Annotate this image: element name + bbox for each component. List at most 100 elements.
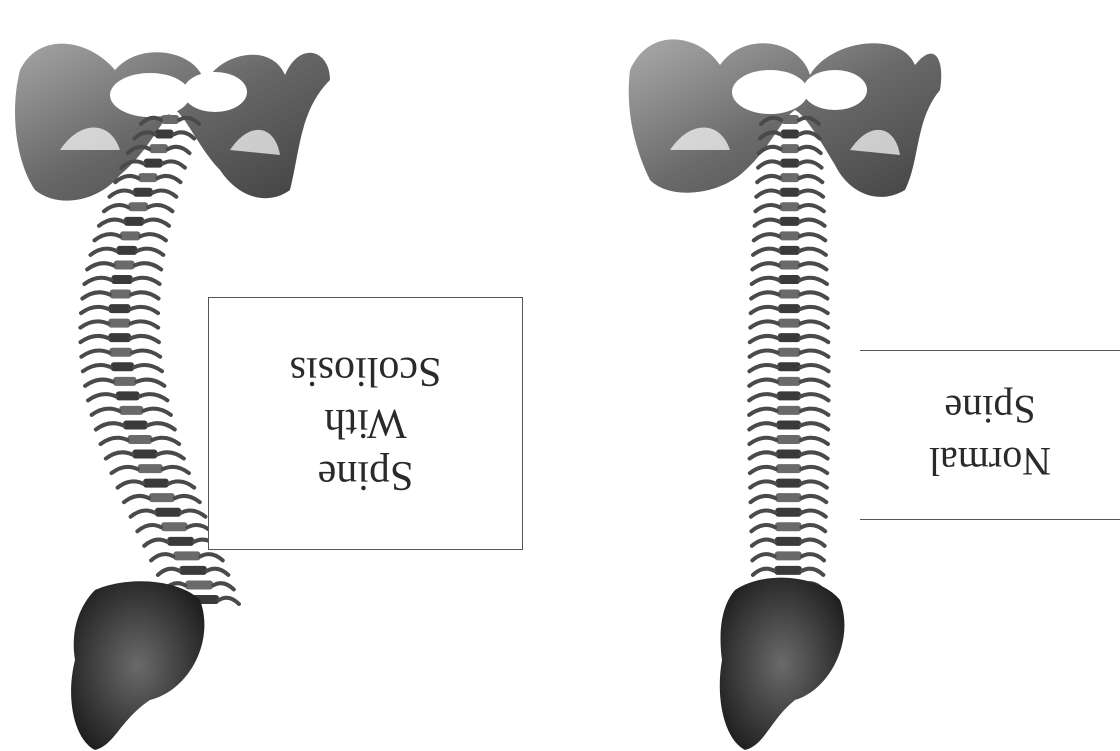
vertebra [776, 479, 802, 488]
vertebra [778, 290, 800, 299]
transverse-process [752, 554, 774, 560]
transverse-process [801, 365, 829, 371]
transverse-process [758, 161, 780, 167]
transverse-process [800, 249, 826, 255]
transverse-process [801, 452, 828, 458]
vertebra [778, 319, 800, 328]
transverse-process [800, 292, 827, 298]
transverse-process [752, 278, 779, 284]
transverse-process [749, 380, 777, 386]
vertebra [776, 464, 801, 473]
vertebra [774, 566, 801, 575]
vertebra [781, 144, 800, 153]
label-line: Normal [929, 435, 1051, 487]
transverse-process [801, 496, 826, 502]
vertebra [780, 188, 800, 197]
transverse-process [799, 147, 821, 153]
transverse-process [755, 220, 780, 226]
vertebra [775, 508, 801, 517]
transverse-process [800, 234, 826, 240]
normal-spine-label-box: Normal Spine [860, 350, 1120, 520]
vertebra [777, 391, 801, 400]
vertebra [776, 435, 801, 444]
transverse-process [751, 307, 779, 313]
vertebra [779, 231, 799, 240]
vertebra [777, 406, 801, 415]
label-line: Spine [318, 450, 414, 502]
transverse-process [749, 365, 777, 371]
vertebra [780, 217, 800, 226]
sacrum-shape [720, 578, 845, 750]
vertebra [779, 246, 800, 255]
label-line: With [324, 398, 406, 450]
transverse-process [801, 394, 829, 400]
transverse-process [751, 525, 775, 531]
transverse-process [800, 321, 828, 327]
transverse-process [750, 467, 776, 473]
vertebral-column [749, 115, 828, 604]
vertebra [775, 493, 801, 502]
vertebra [780, 159, 799, 168]
transverse-process [800, 205, 824, 211]
transverse-process [750, 481, 776, 487]
transverse-process [751, 510, 775, 516]
vertebra [779, 275, 800, 284]
transverse-process [752, 540, 775, 546]
vertebra [780, 173, 799, 182]
vertebra [777, 362, 800, 371]
transverse-process [799, 176, 822, 182]
vertebra [778, 348, 801, 357]
scoliosis-label-box: Spine With Scoliosis [208, 297, 523, 550]
transverse-process [801, 380, 829, 386]
transverse-process [799, 190, 823, 196]
transverse-process [800, 350, 828, 356]
transverse-process [757, 176, 780, 182]
vertebra [775, 537, 802, 546]
transverse-process [802, 525, 826, 531]
transverse-process [801, 423, 828, 429]
vertebra [775, 522, 801, 531]
transverse-process [749, 394, 777, 400]
transverse-process [749, 423, 776, 429]
transverse-process [801, 438, 828, 444]
vertebra [777, 420, 801, 429]
vertebra [778, 304, 800, 313]
transverse-process [750, 336, 778, 342]
transverse-process [756, 190, 780, 196]
transverse-process [802, 554, 824, 560]
label-line: Spine [944, 383, 1035, 435]
label-line: Scoliosis [290, 346, 442, 398]
transverse-process [752, 263, 779, 269]
transverse-process [802, 569, 824, 575]
vertebra [780, 202, 800, 211]
transverse-process [800, 220, 825, 226]
transverse-process [750, 321, 778, 327]
transverse-process [800, 307, 828, 313]
transverse-process [800, 336, 828, 342]
vertebra [781, 115, 799, 124]
transverse-process [750, 350, 778, 356]
vertebra [781, 130, 799, 139]
vertebra [778, 333, 801, 342]
transverse-process [800, 278, 827, 284]
transverse-process [751, 292, 778, 298]
transverse-process [799, 161, 821, 167]
transverse-process [754, 234, 780, 240]
vertebra [779, 260, 800, 269]
transverse-process [801, 467, 827, 473]
transverse-process [801, 510, 825, 516]
transverse-process [755, 205, 779, 211]
transverse-process [800, 263, 827, 269]
vertebra [775, 551, 802, 560]
transverse-process [753, 249, 779, 255]
transverse-process [802, 540, 825, 546]
transverse-process [751, 496, 776, 502]
transverse-process [753, 569, 775, 575]
vertebra [777, 377, 800, 386]
vertebra [776, 450, 801, 459]
transverse-process [749, 409, 777, 415]
transverse-process [801, 409, 829, 415]
transverse-process [750, 452, 777, 458]
transverse-process [749, 438, 776, 444]
